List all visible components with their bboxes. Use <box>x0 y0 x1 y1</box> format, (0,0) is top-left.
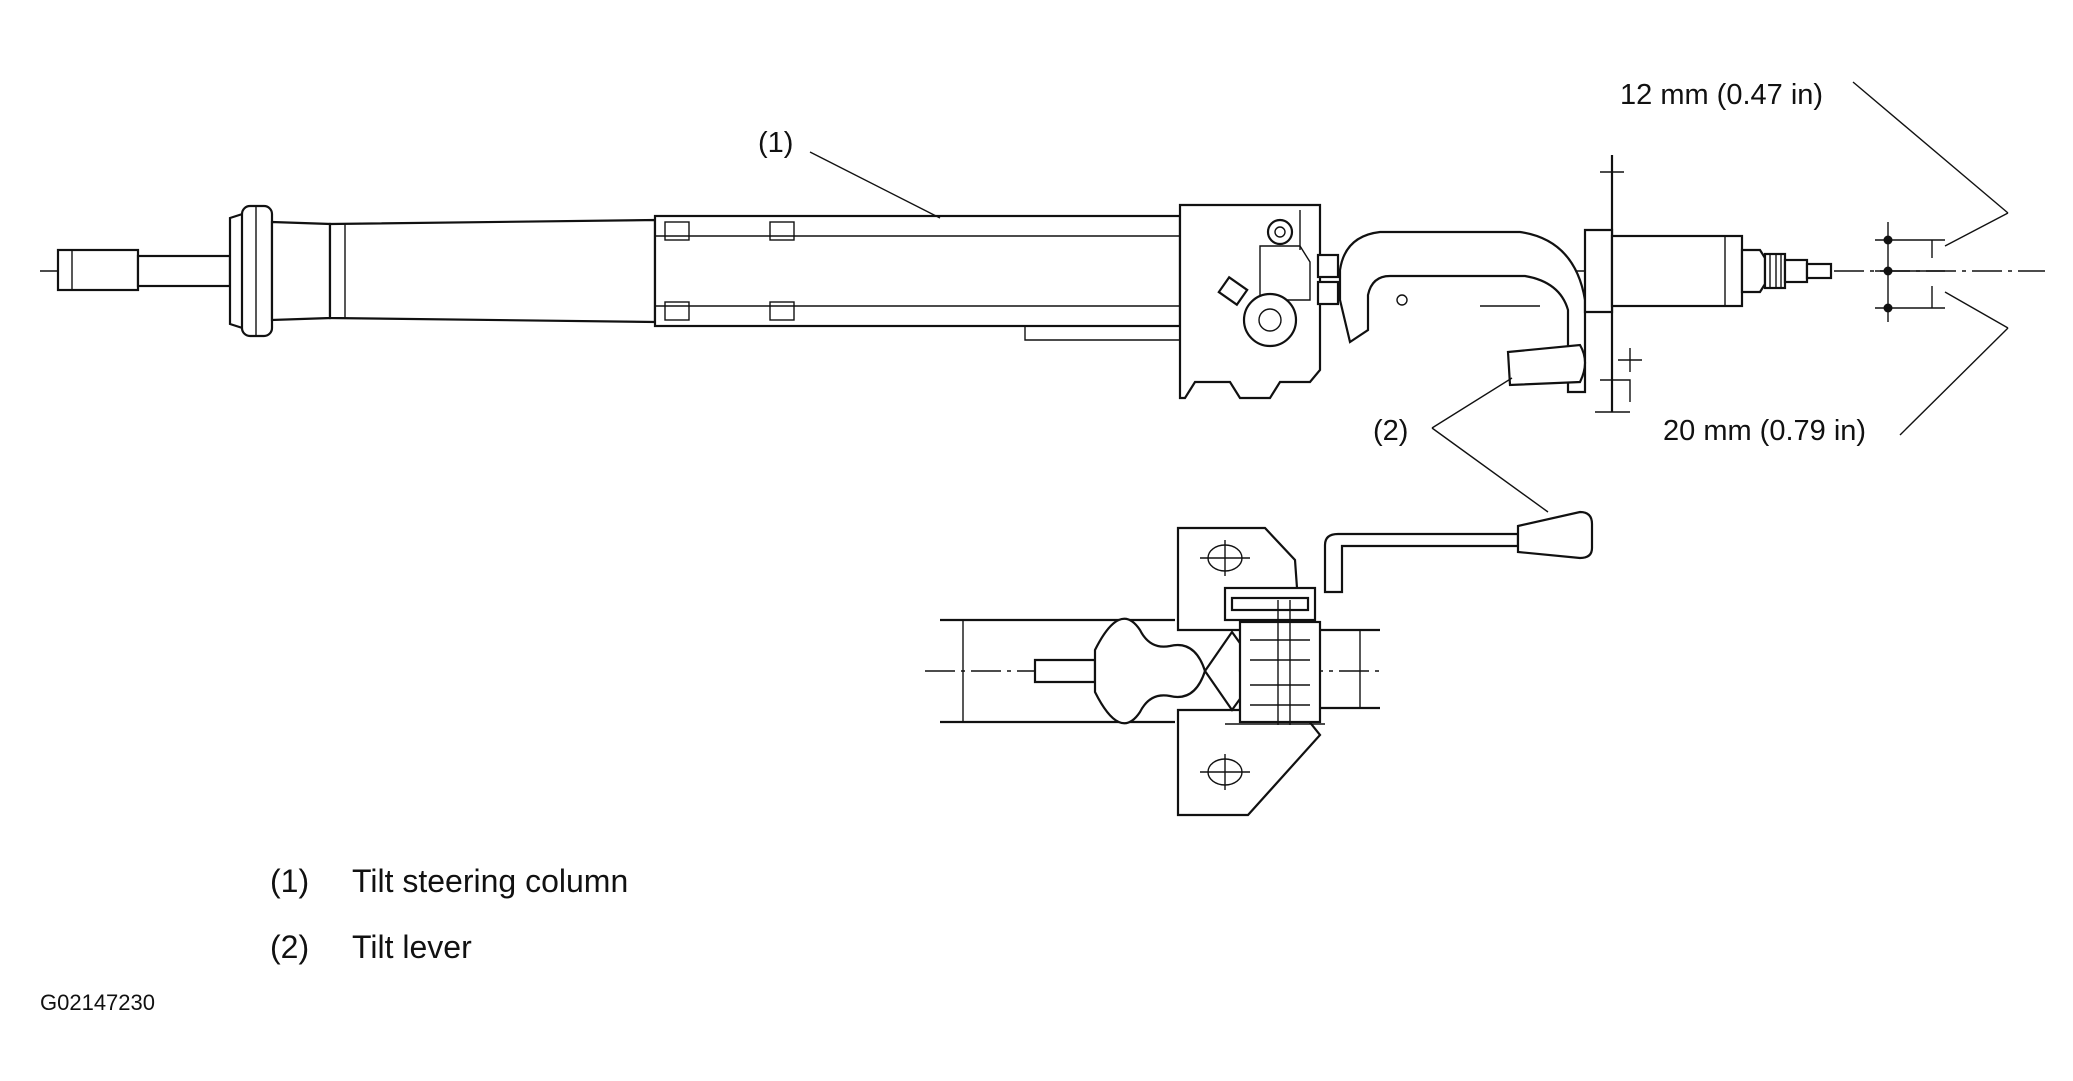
dimension-upper-label: 12 mm (0.47 in) <box>1620 79 1823 111</box>
legend-item-1-number: (1) <box>270 863 309 899</box>
lower-shaft-end <box>56 248 140 292</box>
callout-1-label: (1) <box>758 127 793 159</box>
legend-item-2-number: (2) <box>270 929 309 965</box>
tilt-steering-column-drawing <box>40 155 2045 413</box>
legend: (1) Tilt steering column (2) Tilt lever <box>270 863 628 965</box>
legend-item-1-text: Tilt steering column <box>352 863 628 899</box>
tilt-lever-top <box>1323 532 1520 594</box>
tilt-lever-knob-top <box>1516 510 1594 560</box>
column-jacket-lower <box>328 218 657 324</box>
column-jacket-main <box>653 214 1182 328</box>
figure-id: G02147230 <box>40 990 155 1015</box>
callout-2-label: (2) <box>1373 415 1408 447</box>
dimension-lower-label: 20 mm (0.79 in) <box>1663 415 1866 447</box>
tilt-lever-knob-side <box>1506 343 1587 387</box>
legend-item-2-text: Tilt lever <box>352 929 472 965</box>
tilt-bracket <box>1178 203 1322 400</box>
universal-joint <box>1093 617 1207 725</box>
tilt-lever-arm-side <box>1338 230 1587 394</box>
callout-leaders <box>809 81 2009 513</box>
detail-mechanism-body <box>1238 620 1322 724</box>
detail-bracket-lower <box>1176 708 1322 817</box>
tilt-lever-detail-drawing <box>925 510 1594 817</box>
